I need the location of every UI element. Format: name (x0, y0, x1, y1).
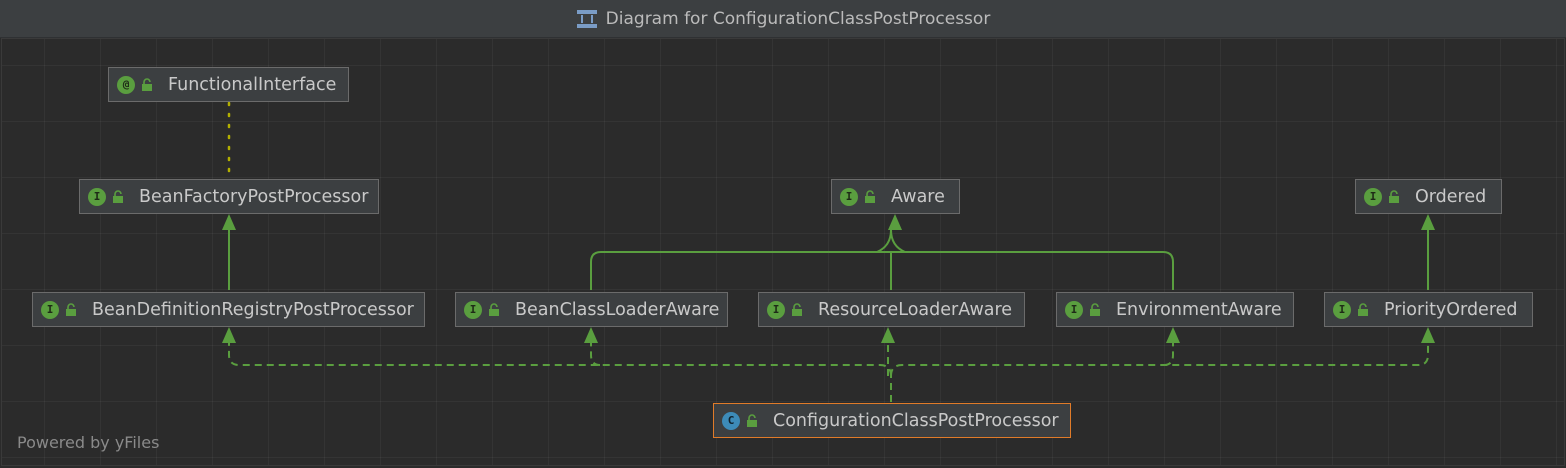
edge-arrowhead (1166, 327, 1180, 343)
class-icon: C (722, 411, 740, 430)
interface-icon: I (41, 300, 59, 319)
edge-implements (590, 343, 601, 366)
node-label: ConfigurationClassPostProcessor (773, 410, 1059, 431)
powered-by-label: Powered by yFiles (17, 433, 160, 452)
node-resource-loader-aware[interactable]: I ResourceLoaderAware (758, 292, 1025, 327)
edge-arrowhead (1421, 214, 1435, 230)
edge-extends (590, 251, 1174, 290)
interface-icon: I (1364, 187, 1382, 206)
node-configuration-class-post-processor[interactable]: C ConfigurationClassPostProcessor (713, 403, 1071, 438)
edge-arrowhead (222, 327, 236, 343)
edge-extends (876, 229, 906, 253)
node-functional-interface[interactable]: @ FunctionalInterface (108, 67, 349, 102)
lock-icon (1389, 189, 1399, 203)
annotation-icon: @ (117, 75, 135, 94)
node-label: ResourceLoaderAware (818, 299, 1013, 320)
node-bean-factory-post-processor[interactable]: I BeanFactoryPostProcessor (79, 179, 379, 214)
node-bean-class-loader-aware[interactable]: I BeanClassLoaderAware (455, 292, 728, 327)
diagram-canvas[interactable] (1, 38, 1565, 466)
node-priority-ordered[interactable]: I PriorityOrdered (1324, 292, 1533, 327)
interface-icon: I (840, 187, 858, 206)
edge-arrowhead (888, 214, 902, 230)
node-environment-aware[interactable]: I EnvironmentAware (1056, 292, 1294, 327)
lock-icon (1358, 302, 1368, 316)
node-label: FunctionalInterface (168, 74, 337, 95)
lock-icon (747, 413, 757, 427)
node-label: EnvironmentAware (1116, 299, 1282, 320)
lock-icon (792, 302, 802, 316)
lock-icon (66, 302, 76, 316)
node-ordered[interactable]: I Ordered (1355, 179, 1502, 214)
interface-icon: I (767, 300, 785, 319)
node-label: BeanFactoryPostProcessor (139, 186, 369, 207)
edge-arrowhead (222, 214, 236, 230)
window-title: Diagram for ConfigurationClassPostProces… (605, 8, 991, 29)
node-aware[interactable]: I Aware (831, 179, 960, 214)
edge-implements (228, 343, 892, 377)
edge-arrowhead (881, 327, 895, 343)
node-label: BeanClassLoaderAware (515, 299, 720, 320)
lock-icon (1090, 302, 1100, 316)
node-label: Ordered (1415, 186, 1487, 207)
node-label: Aware (891, 186, 945, 207)
diagram-icon (576, 9, 597, 28)
node-label: PriorityOrdered (1384, 299, 1518, 320)
lock-icon (865, 189, 875, 203)
title-bar: Diagram for ConfigurationClassPostProces… (0, 0, 1566, 38)
edge-arrowhead (584, 327, 598, 343)
interface-icon: I (1065, 300, 1083, 319)
node-bean-definition-registry-post-processor[interactable]: I BeanDefinitionRegistryPostProcessor (32, 292, 425, 327)
interface-icon: I (464, 300, 482, 319)
interface-icon: I (88, 187, 106, 206)
edge-implements (1163, 343, 1174, 366)
edge-arrowhead (1421, 327, 1435, 343)
interface-icon: I (1333, 300, 1351, 319)
edge-implements (890, 343, 1429, 377)
lock-icon (489, 302, 499, 316)
lock-icon (113, 189, 123, 203)
lock-icon (142, 77, 152, 91)
node-label: BeanDefinitionRegistryPostProcessor (92, 299, 414, 320)
